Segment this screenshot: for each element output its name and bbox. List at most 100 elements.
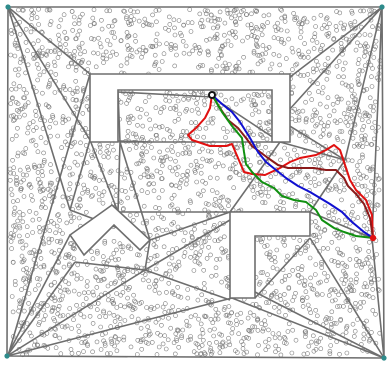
sample-point xyxy=(178,294,184,300)
edge xyxy=(279,6,383,121)
sample-point xyxy=(276,309,282,315)
sample-point xyxy=(194,165,200,170)
sample-point xyxy=(158,170,163,175)
sample-point xyxy=(324,25,330,30)
sample-point xyxy=(82,290,87,296)
sample-point xyxy=(25,100,31,105)
sample-point xyxy=(326,293,332,298)
path-blue xyxy=(211,94,374,239)
sample-point xyxy=(299,159,304,164)
sample-point xyxy=(333,184,339,190)
sample-point xyxy=(259,321,264,327)
sample-point xyxy=(192,227,197,232)
sample-point xyxy=(50,113,55,118)
sample-point xyxy=(189,20,195,26)
sample-point xyxy=(278,199,283,205)
sample-point xyxy=(179,333,184,339)
sample-point xyxy=(134,161,139,167)
sample-point xyxy=(326,120,331,125)
sample-point xyxy=(255,52,261,58)
sample-point xyxy=(369,84,375,89)
sample-point xyxy=(9,87,14,92)
sample-point xyxy=(165,147,170,153)
sample-point xyxy=(276,331,282,337)
sample-point xyxy=(39,332,45,337)
sample-point xyxy=(300,298,306,304)
sample-point xyxy=(228,175,233,180)
sample-point xyxy=(241,335,247,341)
sample-point xyxy=(112,18,118,23)
sample-point xyxy=(330,102,336,107)
sample-point xyxy=(159,124,165,129)
sample-point xyxy=(199,327,205,333)
sample-point xyxy=(90,15,96,21)
obstacle-left-chevron xyxy=(68,203,152,257)
sample-point xyxy=(126,33,132,39)
sample-point xyxy=(173,45,178,51)
sample-point xyxy=(17,298,22,304)
sample-point xyxy=(168,106,173,111)
sample-point xyxy=(312,107,317,113)
sample-point xyxy=(71,14,77,20)
sample-point xyxy=(15,150,21,156)
sample-point xyxy=(277,335,283,341)
sample-point xyxy=(61,12,67,17)
sample-point xyxy=(262,318,268,324)
sample-point xyxy=(311,15,317,21)
sample-point xyxy=(340,260,345,266)
sample-point xyxy=(233,101,239,107)
sample-point xyxy=(226,175,232,181)
sample-point xyxy=(188,334,193,339)
sample-point xyxy=(105,351,110,357)
sample-point xyxy=(271,35,277,41)
sample-point xyxy=(365,260,371,266)
sample-point xyxy=(21,277,26,283)
sample-point xyxy=(55,133,61,139)
sample-point xyxy=(323,320,329,325)
sample-point xyxy=(353,245,359,250)
sample-point xyxy=(325,33,331,39)
sample-point xyxy=(307,255,313,261)
sample-point xyxy=(329,240,335,245)
sample-point xyxy=(95,51,101,56)
sample-point xyxy=(11,171,16,176)
sample-point xyxy=(216,56,221,61)
sample-point xyxy=(348,21,353,26)
sample-point xyxy=(234,170,239,175)
sample-point xyxy=(319,292,325,297)
sample-point xyxy=(45,48,51,54)
sample-point xyxy=(297,279,302,285)
sample-point xyxy=(313,347,319,352)
sample-point xyxy=(348,119,353,125)
sample-point xyxy=(343,82,349,88)
sample-point xyxy=(43,205,48,210)
sample-point xyxy=(231,32,236,38)
sample-point xyxy=(25,270,31,276)
sample-point xyxy=(265,344,271,350)
sample-point xyxy=(351,144,357,149)
sample-point xyxy=(25,233,30,238)
sample-point xyxy=(14,43,20,49)
sample-point xyxy=(10,235,16,241)
sample-point xyxy=(302,15,307,21)
sample-point xyxy=(297,238,303,243)
sample-point xyxy=(121,334,127,340)
edge xyxy=(7,6,91,75)
sample-point xyxy=(337,303,343,309)
sample-point xyxy=(206,212,212,218)
sample-point xyxy=(301,351,307,357)
sample-point xyxy=(334,9,339,14)
sample-point xyxy=(172,119,178,124)
sample-point xyxy=(306,343,312,349)
sample-point xyxy=(58,297,64,302)
sample-point xyxy=(74,85,80,91)
sample-point xyxy=(374,202,380,208)
sample-point xyxy=(357,171,362,177)
sample-point xyxy=(159,322,164,328)
sample-point xyxy=(291,294,297,300)
sample-point xyxy=(74,302,79,308)
sample-point xyxy=(164,127,170,132)
sample-point xyxy=(76,291,82,297)
sample-point xyxy=(308,198,314,203)
sample-point xyxy=(30,217,36,223)
